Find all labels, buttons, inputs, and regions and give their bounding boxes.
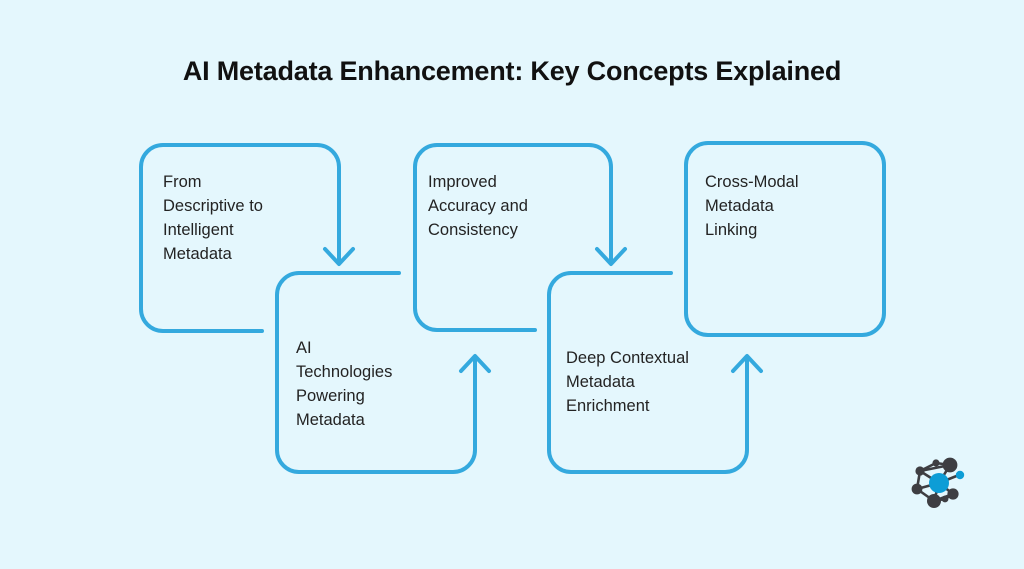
node-5-shape[interactable] [684,141,886,337]
node-3-label: Improved Accuracy and Consistency [428,173,528,239]
node-1-label: From Descriptive to Intelligent Metadata [163,173,263,263]
node-2-label: AI Technologies Powering Metadata [296,339,393,429]
node-1-shape[interactable] [139,143,355,333]
node-4-label: Deep Contextual Metadata Enrichment [566,349,689,415]
node-2-shape[interactable] [275,271,491,474]
node-3-shape[interactable] [413,143,627,332]
page-title: AI Metadata Enhancement: Key Concepts Ex… [182,56,842,86]
network-graph-logo [911,457,965,508]
node-5-label: Cross-Modal Metadata Linking [705,173,799,239]
node-4-shape[interactable] [547,271,763,474]
